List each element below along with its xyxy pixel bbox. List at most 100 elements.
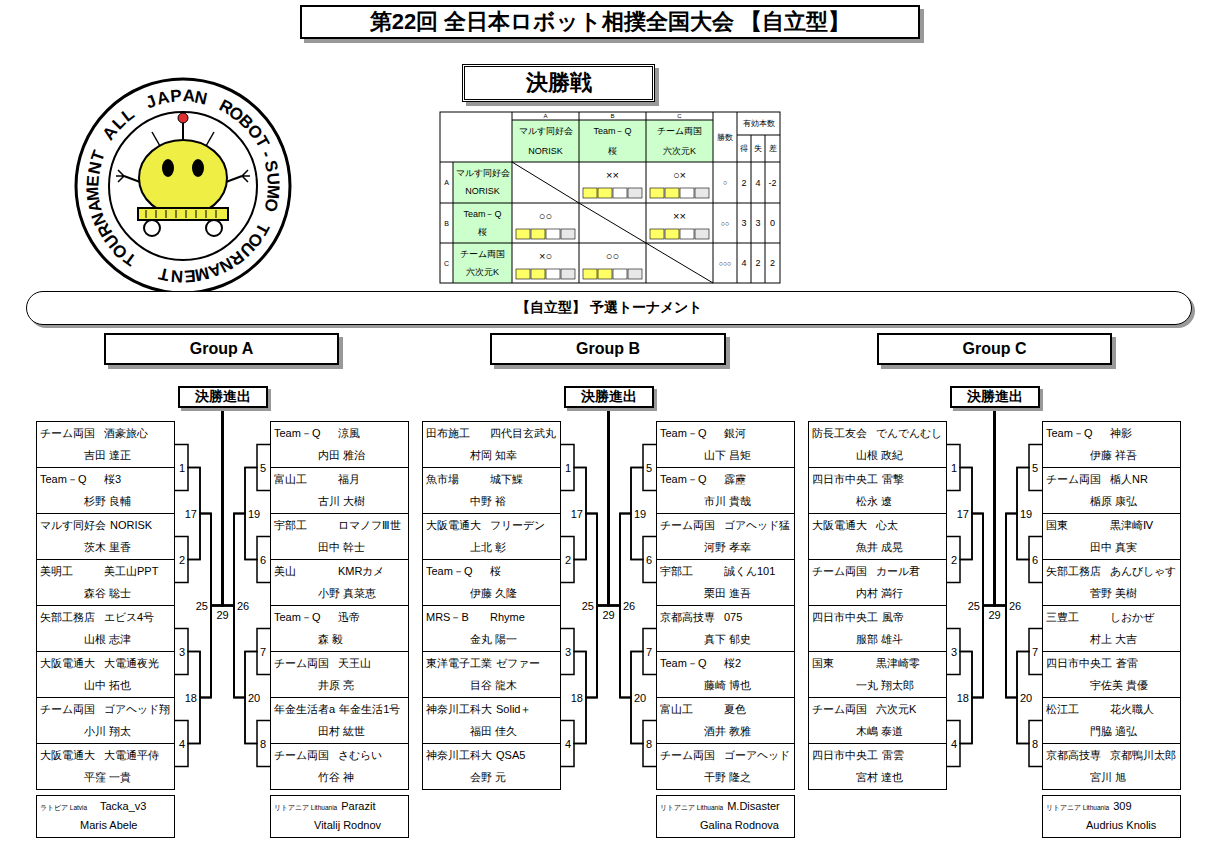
- robot-name: でんでんむし: [876, 426, 942, 441]
- entry-box: チーム両国天王山井原 亮: [270, 651, 409, 698]
- entry-box: マルす同好会NORISK茨木 里香: [36, 513, 175, 560]
- robot-name: 桜3: [104, 472, 121, 487]
- entry-line: Team－Q桜3: [40, 472, 171, 487]
- player-name: 木嶋 泰道: [856, 724, 943, 739]
- table-cell: NORISK: [453, 182, 512, 200]
- bracket-line: [995, 408, 1043, 744]
- entry-line: リトアニア Lithuania309: [1046, 800, 1177, 813]
- entry-line: チーム両国さむらい: [274, 748, 405, 763]
- player-name: 栗田 進吾: [704, 586, 791, 601]
- bracket-line: [609, 408, 657, 606]
- team-name: 富山工: [660, 702, 720, 717]
- advance-label: 決勝進出: [195, 388, 251, 406]
- player-name: Audrius Knolis: [1086, 819, 1177, 831]
- foreign-entry-box: リトアニア Lithuania309Audrius Knolis: [1042, 795, 1181, 838]
- table-cell: 4: [737, 243, 751, 283]
- player-name: Vitalij Rodnov: [314, 819, 405, 831]
- entry-box: 四日市中央工雷雲宮村 達也: [808, 743, 947, 790]
- player-name: 田村 紘世: [318, 724, 405, 739]
- bracket-line: [223, 408, 271, 698]
- entry-box: 国東黒津崎零一丸 翔太郎: [808, 651, 947, 698]
- robot-name: Parazit: [341, 800, 375, 812]
- entry-box: 神奈川工科大QSA5会野 元: [422, 743, 561, 790]
- team-name: 防長工友会: [812, 426, 872, 441]
- bracket-line: [223, 408, 271, 744]
- robot-name: 花火職人: [1110, 702, 1154, 717]
- bracket-line: [995, 408, 1043, 606]
- group-name: Group A: [190, 340, 253, 358]
- match-number: 20: [247, 692, 261, 704]
- bracket-line: [947, 408, 995, 744]
- robot-name: 雷雲: [882, 748, 904, 763]
- robot-name: 福月: [338, 472, 360, 487]
- bracket-line: [609, 408, 657, 606]
- match-number: 7: [259, 646, 267, 658]
- entry-line: 四日市中央工雷撃: [812, 472, 943, 487]
- robot-name: 黒津崎零: [876, 656, 920, 671]
- bracket-line: [175, 408, 223, 698]
- team-name: 京都高技専: [660, 610, 720, 625]
- match-number: 7: [645, 646, 653, 658]
- foreign-entry-box: リトアニア LithuaniaParazitVitalij Rodnov: [270, 795, 409, 838]
- entry-line: マルす同好会NORISK: [40, 518, 171, 533]
- entry-line: 四日市中央工蒼雷: [1046, 656, 1177, 671]
- table-cell: Team－Q: [579, 121, 646, 141]
- team-name: Team－Q: [274, 426, 334, 441]
- team-name: 美山: [274, 564, 334, 579]
- robot-name: 銀河: [724, 426, 746, 441]
- entry-box: チーム両国ゴーアヘッド干野 隆之: [656, 743, 795, 790]
- table-cell: 桜: [453, 223, 512, 241]
- entry-box: 矢部工務店エビス4号山根 志津: [36, 605, 175, 652]
- table-cell: 差: [765, 135, 780, 162]
- team-name: 国東: [812, 656, 872, 671]
- table-cell: B: [579, 112, 646, 120]
- entry-line: Team－Q桜: [426, 564, 557, 579]
- entry-line: 矢部工務店あんびしゃす: [1046, 564, 1177, 579]
- robot-name: 075: [724, 611, 742, 623]
- advance-box: 決勝進出: [564, 386, 654, 408]
- table-cell: ○○: [713, 203, 737, 243]
- entry-line: 大阪電通大心太: [812, 518, 943, 533]
- entry-box: Team－Q涼風内田 雅治: [270, 421, 409, 468]
- entry-line: 年金生活者a年金生活1号: [274, 702, 405, 717]
- match-number: 26: [236, 600, 250, 612]
- entry-line: 四日市中央工雷雲: [812, 748, 943, 763]
- match-number: 19: [1019, 508, 1033, 520]
- player-name: 森谷 聡士: [84, 586, 171, 601]
- match-number: 26: [622, 600, 636, 612]
- bracket-line: [609, 408, 657, 744]
- player-name: 山下 昌矩: [704, 448, 791, 463]
- player-name: 内村 満行: [856, 586, 943, 601]
- entry-line: 美明工美工山PPT: [40, 564, 171, 579]
- table-cell: 勝数: [713, 112, 737, 162]
- team-name: 富山工: [274, 472, 334, 487]
- table-cell: 失: [751, 135, 765, 162]
- match-number: 25: [195, 600, 209, 612]
- player-name: 伊藤 久隆: [470, 586, 557, 601]
- team-name: チーム両国: [40, 426, 100, 441]
- table-cell: A: [512, 112, 579, 120]
- player-name: 古川 大樹: [318, 494, 405, 509]
- team-name: 三豊工: [1046, 610, 1106, 625]
- entry-line: 松江工花火職人: [1046, 702, 1177, 717]
- table-cell: ××: [646, 206, 713, 226]
- table-cell: C: [440, 243, 453, 283]
- entry-line: Team－Q桜2: [660, 656, 791, 671]
- entry-line: リトアニア LithuaniaM.Disaster: [660, 800, 791, 813]
- player-name: 小川 翔太: [84, 724, 171, 739]
- country-name: リトアニア Lithuania: [1046, 804, 1109, 813]
- table-cell: チーム両国: [646, 121, 713, 141]
- player-name: 小野 真菜恵: [318, 586, 405, 601]
- team-name: 大阪電通大: [426, 518, 486, 533]
- robot-name: 涼風: [338, 426, 360, 441]
- match-number: 25: [967, 600, 981, 612]
- player-name: 酒井 教雅: [704, 724, 791, 739]
- advance-label: 決勝進出: [967, 388, 1023, 406]
- table-cell: 3: [751, 203, 765, 243]
- table-cell: 3: [737, 203, 751, 243]
- advance-box: 決勝進出: [178, 386, 268, 408]
- team-name: 神奈川工科大: [426, 702, 492, 717]
- entry-box: Team－Q桜3杉野 良輔: [36, 467, 175, 514]
- bracket-line: [947, 408, 995, 606]
- entry-line: MRS－BRhyme: [426, 610, 557, 625]
